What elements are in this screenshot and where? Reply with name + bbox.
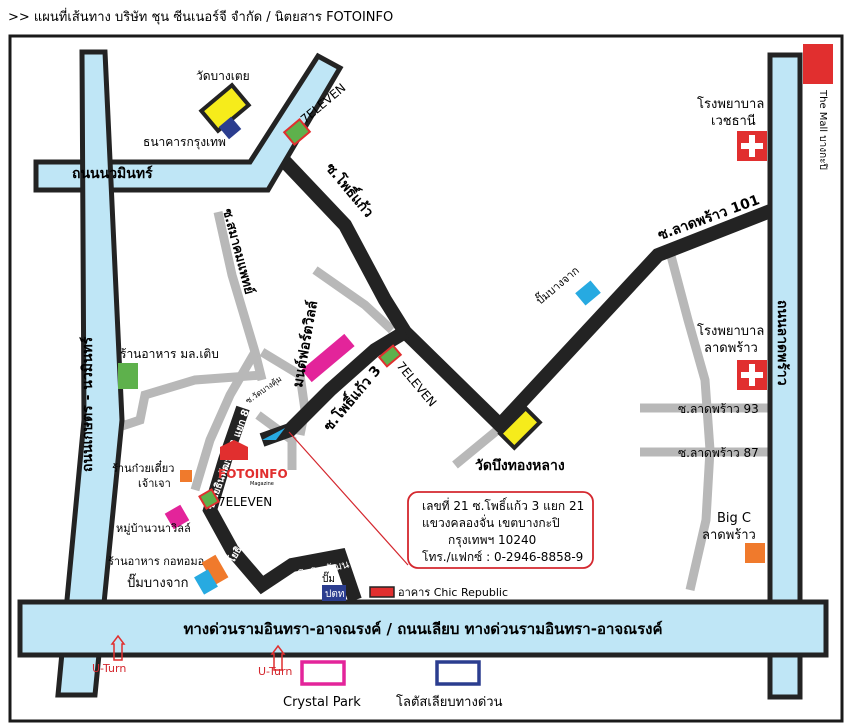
logo-main: FOTOINFO: [218, 467, 288, 481]
label-pump-bangchak-2: ปั๊มบางจาก: [127, 573, 189, 591]
logo-sub: Magazine: [250, 481, 274, 487]
monfort-marker: [301, 333, 355, 383]
callout-line: [288, 431, 409, 566]
label-pump-ptt: ปั๊ม: [322, 571, 335, 585]
fotoinfo-house-icon: [220, 440, 248, 460]
label-ladprao: ถนนลาดพร้าว: [774, 300, 790, 386]
chic-republic-marker: [369, 586, 395, 598]
ladprao-hosp-cross-h: [741, 372, 763, 378]
seven-eleven-2-marker: [377, 344, 403, 368]
pump-bangchak-1-marker: [575, 280, 601, 306]
label-soi-ladprao-93: ซ.ลาดพร้าว 93: [678, 402, 759, 416]
label-lotus: โลตัสเลียบทางด่วน: [396, 694, 503, 710]
seven-eleven-3-marker: [198, 488, 220, 510]
address-box: [407, 491, 594, 569]
label-the-mall: The Mall บางกะปิ: [817, 89, 828, 170]
address-line3: กรุงเทพฯ 10240: [448, 533, 536, 548]
label-bangkok-bank: ธนาคารกรุงเทพ: [143, 135, 226, 150]
nawamin-road: [33, 52, 344, 193]
label-vejthani-1: โรงพยาบาล: [697, 96, 764, 112]
label-noodle-1: ร้านก๋วยเตี๋ยว: [112, 459, 174, 475]
ptt-marker: [322, 585, 346, 601]
label-chic-republic: อาคาร Chic Republic: [398, 586, 508, 599]
uturn-2-icon: [270, 644, 286, 671]
minor-sois: [108, 211, 772, 592]
wat-bang-toei-marker: [198, 82, 252, 134]
label-noodle-2: เจ้าเจา: [138, 477, 171, 490]
label-big-c-1: Big C: [717, 511, 751, 526]
crystal-park-marker: [300, 660, 346, 686]
location-arrow-icon: [262, 428, 285, 440]
label-wat-bang-toei: วัดบางเตย: [196, 69, 250, 83]
big-c-marker: [745, 543, 765, 563]
lotus-marker: [435, 660, 481, 686]
label-nawamin: ถนนนวมินทร์: [72, 165, 153, 182]
address-line4: โทร./แฟกซ์ : 0-2946-8858-9: [422, 550, 583, 564]
label-uturn-2: U-Turn: [258, 665, 292, 678]
label-crystal-park: Crystal Park: [283, 695, 361, 710]
address-line1: เลขที่ 21 ซ.โพธิ์แก้ว 3 แยก 21: [422, 497, 584, 513]
noodle-marker: [180, 470, 192, 482]
restaurant-2-marker: [201, 554, 229, 586]
soi-west-road: [108, 370, 263, 435]
restaurant-1-marker: [118, 363, 138, 389]
label-big-c-2: ลาดพร้าว: [702, 528, 756, 543]
wat-bueng-marker: [497, 405, 543, 451]
soi-north-branch: [312, 266, 396, 334]
expressway-road: [17, 599, 829, 658]
kaset-nawamin-road: [55, 49, 125, 698]
label-pump-bangchak-1: ปั๊มบางจาก: [532, 262, 582, 307]
seven-eleven-1-marker: [282, 118, 312, 146]
soi-ladprao-hosp-road: [665, 250, 715, 592]
label-soi-ladprao-87: ซ.ลาดพร้าว 87: [678, 446, 759, 460]
village-marker: [164, 504, 190, 530]
label-seven-3: 7ELEVEN: [218, 495, 272, 509]
the-mall-marker: [803, 44, 833, 84]
pump-bangchak-2-marker: [194, 569, 218, 595]
soi-small-branch: [255, 411, 297, 470]
label-restaurant-1: ร้านอาหาร มล.เติบ: [120, 347, 219, 361]
label-ladprao-hosp-2: ลาดพร้าว: [704, 341, 758, 356]
vejthani-cross-h: [741, 143, 763, 149]
soi-yothin-road: [202, 405, 362, 603]
bangkok-bank-marker: [218, 116, 242, 140]
map-frame: [8, 34, 844, 723]
main-roads: [17, 49, 829, 700]
label-village: หมู่บ้านวนาวิลล์: [116, 522, 191, 535]
label-wat-bueng: วัดบึงทองหลาง: [475, 457, 565, 474]
soi-southwest-road: [190, 349, 259, 492]
label-vejthani-2: เวชธานี: [711, 113, 756, 129]
soi-wat-bueng-road: [452, 424, 503, 469]
label-kaset-nawamin: ถนนเกษตร - นวมินทร์: [79, 336, 96, 472]
label-uturn-1: U-Turn: [92, 662, 126, 675]
label-expressway: ทางด่วนรามอินทรา-อาจณรงค์ / ถนนเลียบ ทาง…: [183, 620, 662, 638]
label-ladprao-hosp-1: โรงพยาบาล: [697, 323, 764, 339]
uturn-1-icon: [110, 634, 126, 661]
page-title: >> แผนที่เส้นทาง บริษัท ชุน ซีนเนอร์จี จ…: [8, 10, 394, 25]
address-line2: แขวงคลองจั่น เขตบางกะปิ: [422, 514, 560, 530]
label-restaurant-2: ร้านอาหาร กอทอมอ: [108, 555, 204, 568]
ladprao-road: [767, 52, 803, 700]
label-ptt: ปตท: [325, 589, 344, 600]
soi-samakkhi-road: [213, 211, 267, 382]
